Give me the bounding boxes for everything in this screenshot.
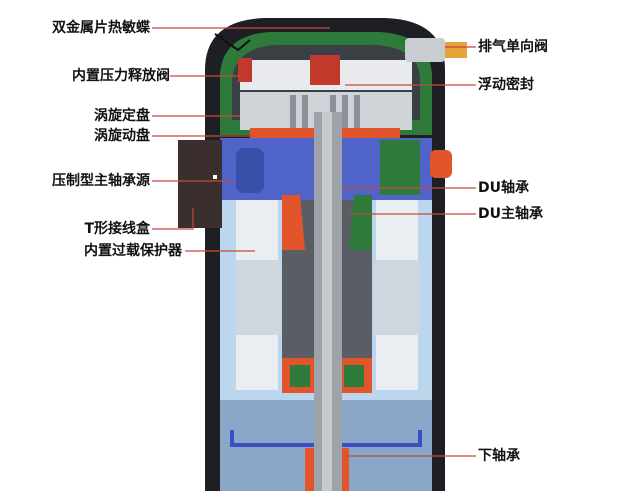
label-orbiting-scroll: 涡旋动盘 bbox=[94, 128, 150, 144]
floating-seal-part bbox=[310, 55, 340, 85]
leader-lines bbox=[152, 27, 476, 457]
label-du-bearing: DU轴承 bbox=[478, 180, 529, 196]
label-main-bearing-housing: 压制型主轴承源 bbox=[52, 173, 150, 189]
label-du-main-bearing: DU主轴承 bbox=[478, 206, 543, 222]
label-discharge-check-valve: 排气单向阀 bbox=[478, 39, 548, 55]
label-terminal-box: T形接线盒 bbox=[84, 221, 150, 237]
suction-fitting bbox=[430, 150, 452, 178]
relief-valve-part bbox=[238, 58, 252, 82]
label-overload-protector: 内置过载保护器 bbox=[84, 243, 182, 259]
label-lower-bearing: 下轴承 bbox=[478, 448, 520, 464]
terminal-box bbox=[178, 140, 222, 228]
label-floating-seal: 浮动密封 bbox=[478, 77, 534, 93]
label-bimetal-disc: 双金属片热敏蝶 bbox=[52, 20, 150, 36]
label-pressure-relief-valve: 内置压力释放阀 bbox=[72, 68, 170, 84]
discharge-valve-part bbox=[405, 38, 445, 62]
label-fixed-scroll: 涡旋定盘 bbox=[94, 108, 150, 124]
